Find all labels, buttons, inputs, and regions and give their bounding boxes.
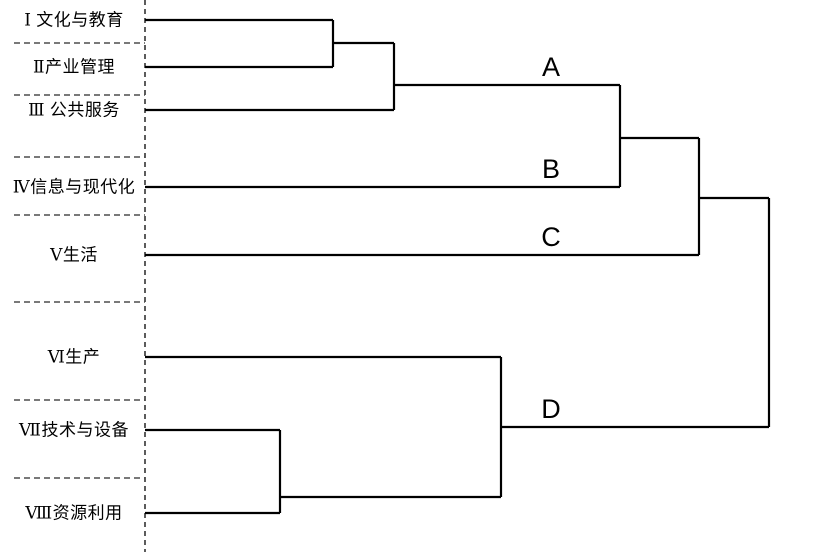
cluster-tag-A: A bbox=[541, 52, 561, 82]
cluster-tag-D: D bbox=[541, 394, 561, 424]
leaf-label-I: Ⅰ 文化与教育 bbox=[24, 10, 124, 30]
leaf-label-V: Ⅴ生活 bbox=[50, 245, 98, 265]
leaf-label-IV: Ⅳ信息与现代化 bbox=[12, 177, 136, 197]
leaf-label-VIII: Ⅷ资源利用 bbox=[25, 503, 123, 523]
cluster-tag-C: C bbox=[541, 222, 561, 252]
leaf-label-VI: Ⅵ生产 bbox=[47, 347, 101, 367]
leaf-label-II: Ⅱ产业管理 bbox=[32, 57, 116, 77]
leaf-label-column: Ⅰ 文化与教育 Ⅱ产业管理 Ⅲ 公共服务 Ⅳ信息与现代化 Ⅴ生活 Ⅵ生产 Ⅶ技术与设备 Ⅷ资源… bbox=[0, 0, 144, 552]
leaf-label-VII: Ⅶ技术与设备 bbox=[19, 420, 129, 440]
cluster-tag-B: B bbox=[541, 154, 561, 184]
leaf-label-III: Ⅲ 公共服务 bbox=[28, 100, 120, 120]
